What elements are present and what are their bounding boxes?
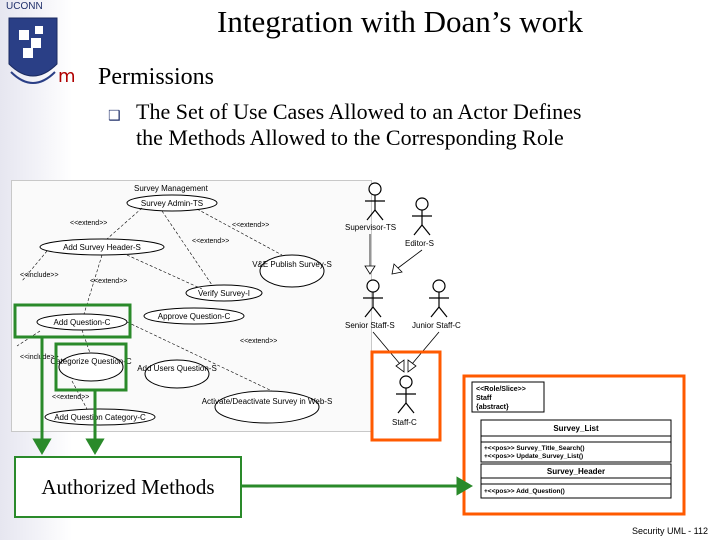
actor-label: Supervisor-TS — [345, 223, 396, 232]
bullet-level2-line1: The Set of Use Cases Allowed to an Actor… — [136, 99, 582, 124]
use-case-oval: Add Question-C — [36, 313, 128, 331]
stereotype-label: <<extend>> — [232, 222, 269, 229]
relationship-lines — [16, 207, 283, 410]
use-case-oval: Survey Admin-TS — [126, 194, 218, 212]
bullet-level1-text: Permissions — [98, 64, 215, 90]
use-case-oval: Categorize Question-C — [50, 352, 132, 382]
actor-label: Staff-C — [392, 418, 417, 427]
stereotype-label: <<include>> — [20, 272, 59, 279]
actor-stick-figure-icon — [412, 197, 432, 236]
use-case-label: Activate/Deactivate Survey in Web-S — [202, 397, 333, 406]
use-case-label: Categorize Question-C — [50, 357, 132, 366]
bullet-square-icon: ❑ — [108, 108, 121, 124]
stereotype-label: <<extend>> — [90, 278, 127, 285]
slide-footer: Security UML - 112 — [631, 526, 708, 536]
actor-stick-figure-icon — [363, 279, 383, 318]
university-logo-icon — [5, 14, 61, 94]
use-case-oval: Activate/Deactivate Survey in Web-S — [202, 390, 333, 424]
role-name: Staff — [476, 395, 492, 402]
slide-title: Integration with Doan’s work — [217, 4, 583, 39]
use-case-diagram: Survey Management Survey Admin-TS Add Su… — [11, 180, 372, 432]
use-case-oval: Add Users Question-S — [137, 359, 217, 389]
bullet-m-icon: m — [58, 66, 76, 87]
use-case-label: Add Question Category-C — [54, 413, 146, 422]
generalization-arrows — [364, 234, 440, 373]
use-case-oval: Verify Survey-I — [185, 284, 263, 302]
class-method: +<<pos>> Survey_Title_Search() — [484, 445, 585, 452]
brand-label: UCONN — [6, 1, 43, 12]
class-name: Survey_List — [553, 424, 599, 433]
use-case-label: Survey Admin-TS — [141, 199, 203, 208]
actor-diagram: Supervisor-TS Editor-S Senior Staff-S Ju… — [340, 182, 480, 442]
actor-stick-figure-icon — [365, 182, 385, 221]
bullet-level2-text: The Set of Use Cases Allowed to an Actor… — [136, 99, 716, 151]
bullet-level2-line2: the Methods Allowed to the Corresponding… — [136, 125, 564, 150]
role-abstract: {abstract} — [476, 404, 509, 411]
package-label: Survey Management — [134, 184, 209, 193]
use-case-label: V&E Publish Survey-S — [252, 260, 332, 269]
stereotype-label: <<extend>> — [192, 238, 229, 245]
use-case-label: Add Survey Header-S — [63, 243, 141, 252]
stereotype-label: <<extend>> — [70, 220, 107, 227]
use-case-oval: V&E Publish Survey-S — [252, 254, 332, 288]
use-case-oval: Add Question Category-C — [44, 408, 156, 426]
class-method: +<<pos>> Add_Question() — [484, 488, 565, 495]
use-case-label: Add Users Question-S — [137, 364, 217, 373]
class-name: Survey_Header — [547, 467, 605, 476]
actor-label: Senior Staff-S — [345, 321, 395, 330]
stereotype-label: <<extend>> — [52, 394, 89, 401]
authorized-methods-callout: Authorized Methods — [14, 456, 242, 518]
use-case-oval: Approve Question-C — [143, 307, 245, 325]
role-slice-class-diagram: <<Role/Slice>> Staff {abstract} Survey_L… — [466, 378, 682, 513]
actor-stick-figure-icon — [429, 279, 449, 318]
use-case-label: Approve Question-C — [158, 312, 231, 321]
stereotype-label: <<extend>> — [240, 338, 277, 345]
actor-label: Editor-S — [405, 239, 434, 248]
use-case-label: Add Question-C — [54, 318, 111, 327]
stereotype-label: <<include>> — [20, 354, 59, 361]
class-method: +<<pos>> Update_Survey_List() — [484, 453, 583, 460]
actor-label: Junior Staff-C — [412, 321, 461, 330]
role-stereotype: <<Role/Slice>> — [476, 386, 526, 393]
actor-stick-figure-icon — [396, 375, 416, 414]
use-case-oval: Add Survey Header-S — [39, 238, 165, 256]
use-case-label: Verify Survey-I — [198, 289, 250, 298]
